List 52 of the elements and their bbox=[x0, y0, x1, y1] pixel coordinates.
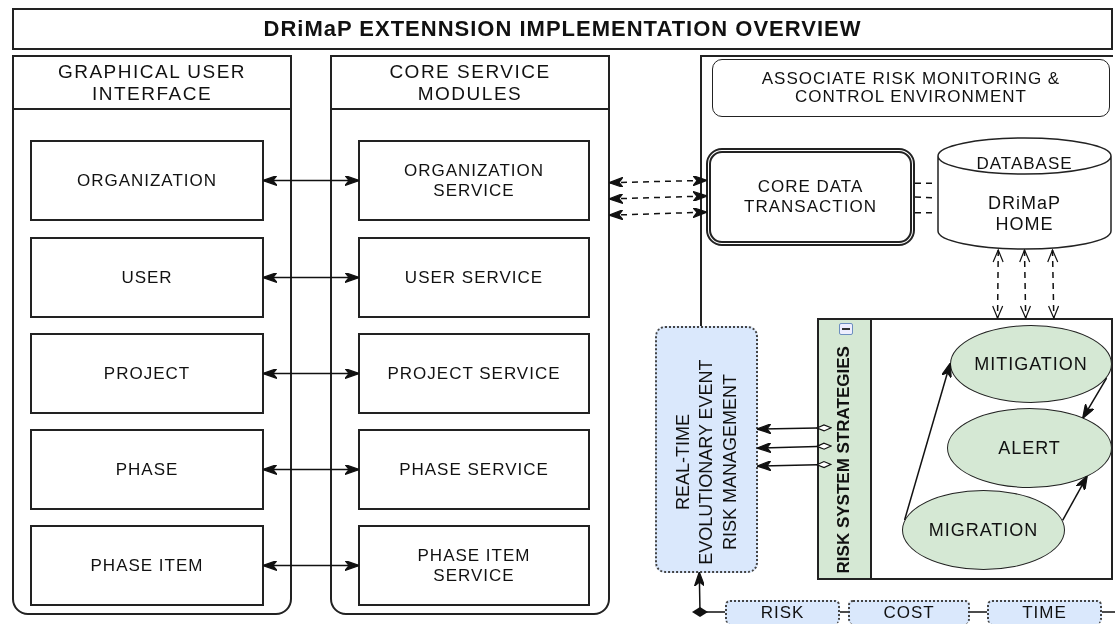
service-box: PHASE ITEM SERVICE bbox=[358, 525, 590, 606]
connector bbox=[1047, 249, 1060, 319]
service-box: PROJECT SERVICE bbox=[358, 333, 590, 414]
component-box: USER bbox=[30, 237, 264, 318]
node-label: DRiMaP HOME bbox=[987, 193, 1062, 235]
connector bbox=[262, 559, 360, 572]
process-box: CORE DATA TRANSACTION bbox=[706, 148, 915, 246]
strategy-ellipse: MITIGATION bbox=[950, 325, 1112, 403]
environment-panel bbox=[700, 55, 1113, 326]
node-label: DATABASE bbox=[975, 154, 1074, 174]
pool-box bbox=[817, 318, 1113, 580]
connector bbox=[1082, 377, 1108, 420]
node-label: RISK SYSTEM STRATEGIES bbox=[834, 345, 854, 576]
connector bbox=[969, 611, 988, 613]
connector bbox=[608, 190, 708, 205]
connector bbox=[262, 463, 360, 476]
component-box: PHASE bbox=[30, 429, 264, 510]
process-box bbox=[655, 326, 758, 573]
component-box: PROJECT bbox=[30, 333, 264, 414]
connector bbox=[839, 611, 849, 613]
panel-heading: GRAPHICAL USER INTERFACE bbox=[56, 60, 248, 105]
connector bbox=[262, 271, 360, 284]
connector bbox=[1019, 249, 1032, 319]
connector bbox=[262, 367, 360, 380]
connector bbox=[608, 175, 708, 188]
heading-box: ASSOCIATE RISK MONITORING & CONTROL ENVIRONMENT bbox=[712, 59, 1110, 117]
connector bbox=[992, 249, 1004, 319]
service-box: PHASE SERVICE bbox=[358, 429, 590, 510]
panel-heading: CORE SERVICE MODULES bbox=[388, 60, 552, 105]
connector bbox=[608, 207, 708, 221]
connector bbox=[1101, 611, 1115, 613]
strategy-ellipse: ALERT bbox=[947, 408, 1112, 488]
connector bbox=[756, 460, 832, 472]
component-box: ORGANIZATION bbox=[30, 140, 264, 221]
connector bbox=[903, 362, 952, 521]
component-box: PHASE ITEM bbox=[30, 525, 264, 606]
connector bbox=[1061, 475, 1088, 522]
database-cylinder bbox=[937, 137, 1112, 250]
panel bbox=[12, 55, 292, 615]
factor-box: COST bbox=[848, 600, 970, 624]
strategy-ellipse: MIGRATION bbox=[902, 490, 1065, 570]
factor-box: RISK bbox=[725, 600, 840, 624]
factor-box: TIME bbox=[987, 600, 1102, 624]
connector bbox=[262, 174, 360, 187]
panel bbox=[330, 55, 610, 615]
connector bbox=[693, 571, 726, 613]
node-label: REAL-TIME EVOLUTIONARY EVENT RISK MANAGEMENT bbox=[671, 357, 741, 567]
connector bbox=[756, 442, 832, 454]
service-box: ORGANIZATION SERVICE bbox=[358, 140, 590, 221]
service-box: USER SERVICE bbox=[358, 237, 590, 318]
connector bbox=[756, 423, 832, 435]
diagram-title: DRiMaP EXTENNSION IMPLEMENTATION OVERVIEW bbox=[263, 16, 862, 42]
